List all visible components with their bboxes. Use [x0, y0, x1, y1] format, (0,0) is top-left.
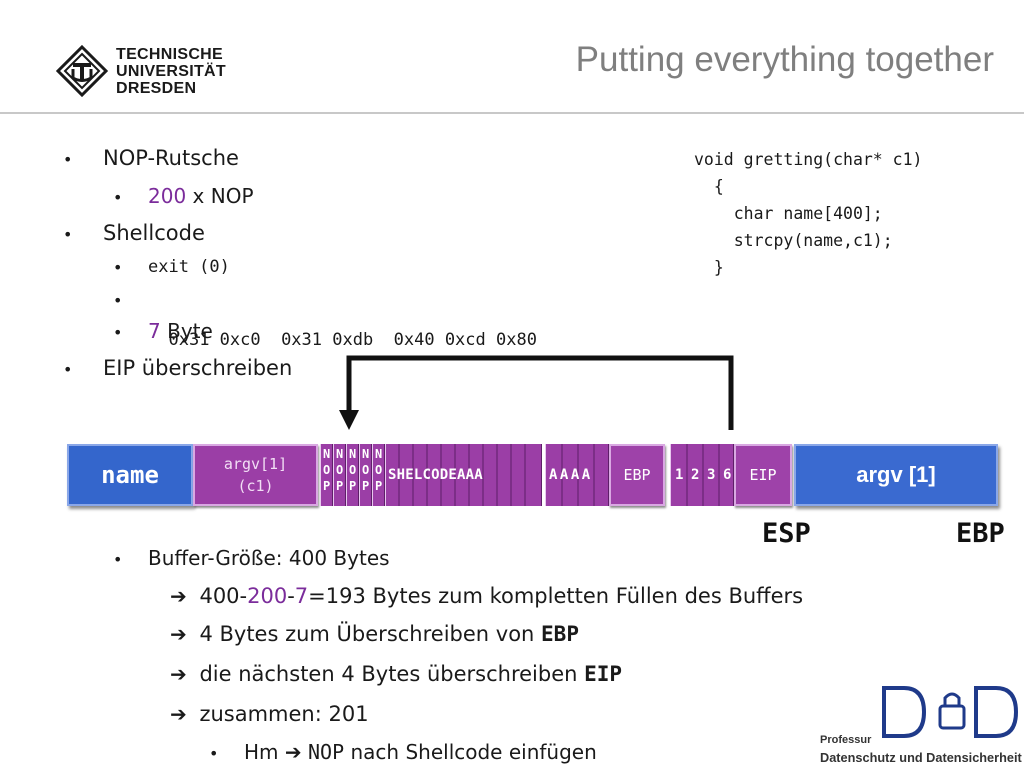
bullet-dot: •: [113, 258, 123, 277]
stack-name-block: name: [67, 444, 193, 506]
ebp-cell-label: EBP: [623, 466, 651, 484]
arrow-line-text: die nächsten 4 Bytes überschreiben: [199, 662, 585, 686]
arrow-line-text: 4 Bytes zum Überschreiben von: [199, 622, 542, 646]
aaaa-label: AAAA: [549, 467, 593, 483]
university-name-line2: UNIVERSITÄT: [116, 63, 226, 80]
right-arrow-icon: ➔: [170, 662, 187, 686]
bullet-nop-rutsche: • NOP-Rutsche: [63, 146, 239, 170]
bullet-text: NOP-Rutsche: [103, 146, 239, 170]
tu-dresden-logo: [56, 45, 108, 97]
bullet-text: EIP überschreiben: [103, 356, 293, 380]
bullet-dot: •: [113, 323, 123, 342]
arrow-line-ebp: ➔ 4 Bytes zum Überschreiben von EBP: [170, 622, 579, 646]
ebp-cell: EBP: [609, 444, 665, 506]
bullet-nop-count: • 200 x NOP: [113, 184, 254, 208]
eip-digit: 2: [691, 467, 700, 483]
bullet-dot: •: [209, 744, 219, 763]
eip-digit: 1: [675, 467, 684, 483]
dud-logo: Professur Datenschutz und Datensicherhei…: [820, 684, 1024, 768]
stack-argv1-block: argv [1]: [794, 444, 998, 506]
code-line-1: void gretting(char* c1): [694, 150, 923, 169]
bullet-dot: •: [63, 225, 73, 244]
calc-part: 400-: [199, 584, 248, 608]
shellcode-label: SHELCODEAAA: [388, 467, 483, 483]
eip-cell: EIP: [734, 444, 792, 506]
professur-label: Professur: [820, 734, 872, 746]
jump-arrow: [339, 355, 734, 430]
eip-address-cells: 1 2 3 6: [670, 444, 734, 506]
argv-c1-line2: (c1): [237, 477, 274, 495]
eip-cell-label: EIP: [749, 466, 777, 484]
bullet-dot: •: [63, 360, 73, 379]
right-arrow-icon: ➔: [170, 584, 187, 608]
stack-eip-segment: 1 2 3 6 EIP: [670, 444, 792, 506]
slide-title: Putting everything together: [575, 40, 994, 79]
arrow-line-code: EIP: [584, 662, 623, 686]
hm-text: nach Shellcode einfügen: [344, 740, 597, 764]
ebp-register-label: EBP: [956, 518, 1005, 549]
bullet-hm: • Hm ➔ NOP nach Shellcode einfügen: [209, 740, 597, 764]
code-line-5: }: [694, 258, 724, 277]
arrow-line-total: ➔ zusammen: 201: [170, 702, 369, 726]
bullet-dot: •: [113, 291, 123, 310]
byte-count-value: 7: [148, 319, 161, 343]
arrow-line-text: zusammen: 201: [199, 702, 369, 726]
bullet-buffer-size: • Buffer-Größe: 400 Bytes: [113, 546, 390, 570]
university-name-line3: DRESDEN: [116, 80, 197, 97]
stack-name-label: name: [101, 461, 159, 489]
aaaa-cells: AAAA: [545, 444, 609, 506]
title-divider: [0, 112, 1024, 114]
bullet-byte-count: • 7 Byte: [113, 319, 213, 343]
calc-part: -: [287, 584, 295, 608]
university-name: TECHNISCHE UNIVERSITÄT DRESDEN: [116, 46, 226, 97]
code-line-3: char name[400];: [694, 204, 883, 223]
byte-count-text: Byte: [160, 319, 213, 343]
shellcode-cells: SHELCODEAAA: [385, 444, 542, 506]
code-line-2: {: [694, 177, 724, 196]
bullet-text: Shellcode: [103, 221, 205, 245]
bullet-text: Buffer-Größe: 400 Bytes: [148, 546, 390, 570]
arrow-line-code: EBP: [541, 622, 579, 646]
bullet-exit: • exit (0): [113, 257, 230, 277]
calc-part: =193 Bytes zum kompletten Füllen des Buf…: [308, 584, 804, 608]
hm-text: Hm: [244, 740, 285, 764]
argv1-label: argv [1]: [856, 462, 936, 487]
bullet-text: exit (0): [148, 257, 230, 277]
nop-count-text: x NOP: [186, 184, 254, 208]
calc-nop-count: 200: [247, 584, 288, 608]
bullet-dot: •: [113, 550, 123, 569]
bullet-text: 0x31 0xc0 0x31 0xdb 0x40 0xcd 0x80: [168, 330, 537, 350]
bullet-dot: •: [113, 188, 123, 207]
professur-name: Datenschutz und Datensicherheit: [820, 750, 1022, 765]
stack-ebp-segment: AAAA EBP: [545, 444, 665, 506]
right-arrow-icon: ➔: [170, 622, 187, 646]
bullet-eip: • EIP überschreiben: [63, 356, 293, 380]
right-arrow-icon: ➔: [170, 702, 187, 726]
eip-digit: 3: [707, 467, 716, 483]
eip-digit: 6: [723, 467, 732, 483]
university-name-line1: TECHNISCHE: [116, 46, 224, 63]
bullet-shellcode: • Shellcode: [63, 221, 205, 245]
bullet-bytes: • 0x31 0xc0 0x31 0xdb 0x40 0xcd 0x80: [113, 290, 537, 350]
stack-argv-c1-block: argv[1] (c1): [193, 444, 318, 506]
arrow-line-calc: ➔ 400-200-7=193 Bytes zum kompletten Fül…: [170, 584, 803, 608]
right-arrow-icon: ➔: [284, 740, 309, 764]
argv-c1-line1: argv[1]: [223, 455, 288, 473]
arrow-line-eip: ➔ die nächsten 4 Bytes überschreiben EIP: [170, 662, 622, 686]
hm-code: NOP: [308, 740, 345, 764]
esp-register-label: ESP: [762, 518, 811, 549]
nop-count-value: 200: [148, 184, 187, 208]
calc-byte-count: 7: [294, 584, 309, 608]
bullet-dot: •: [63, 150, 73, 169]
code-line-4: strcpy(name,c1);: [694, 231, 893, 250]
code-snippet: void gretting(char* c1) { char name[400]…: [694, 146, 922, 281]
dud-logo-mark: [882, 686, 1019, 738]
